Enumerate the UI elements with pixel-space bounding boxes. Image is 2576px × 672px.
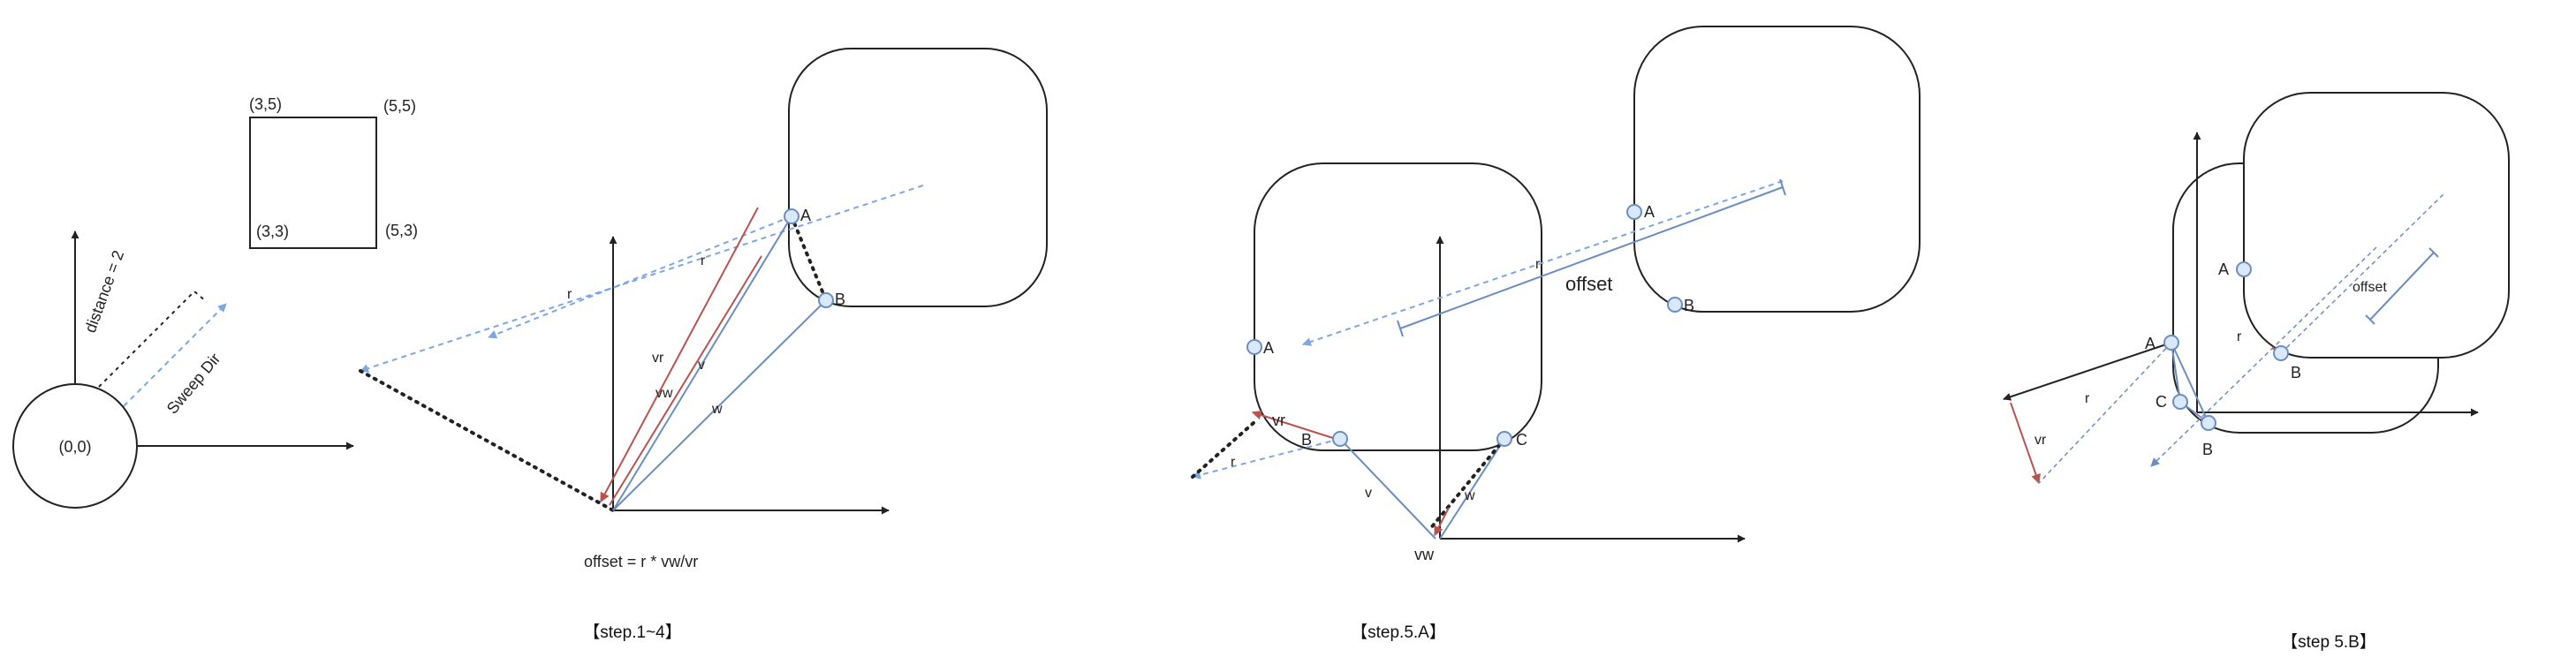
fig3-dotted-left xyxy=(1191,420,1256,479)
fig2-caption: 【step.1~4】 xyxy=(583,623,681,642)
fig2-v-line-blue xyxy=(612,215,792,511)
fig2-label-b: B xyxy=(835,291,845,308)
fig4-front-rounded-box xyxy=(2243,92,2510,359)
fig4-ac-line xyxy=(2171,342,2181,403)
fig4-label-r-left: r xyxy=(2085,391,2090,406)
fig4-dashed-upper xyxy=(2280,192,2446,354)
fig2-vr-arrow xyxy=(600,207,759,502)
fig4-label-vr: vr xyxy=(2034,433,2047,448)
fig3-point-a-left xyxy=(1246,339,1262,355)
fig2-label-v: v xyxy=(698,358,705,373)
fig3-label-r-left: r xyxy=(1231,455,1236,470)
origin-label: (0,0) xyxy=(58,438,91,456)
fig2-point-b xyxy=(818,292,834,308)
fig4-caption: 【step 5.B】 xyxy=(2281,632,2376,652)
fig2-label-vw: vw xyxy=(655,386,673,401)
corner-label-3-3: (3,3) xyxy=(256,223,289,240)
fig3-point-c xyxy=(1496,431,1512,447)
fig3-label-b-right: B xyxy=(1684,297,1694,314)
fig3-label-offset: offset xyxy=(1565,273,1612,295)
fig2-r-segment xyxy=(488,215,792,339)
fig3-long-ray xyxy=(1302,180,1784,346)
figure-4: A A B C B r r vr offset 【step 5.B】 xyxy=(2003,92,2510,652)
fig3-label-v: v xyxy=(1365,486,1372,501)
figure-3: A B A B C r r vr v w vw offset 【step.5.A… xyxy=(1191,26,1921,642)
fig4-offset-cap-a xyxy=(2365,314,2375,325)
fig3-caption: 【step.5.A】 xyxy=(1351,623,1446,642)
fig4-ab-line xyxy=(2171,342,2209,424)
fig3-w-line xyxy=(1439,438,1505,540)
fig4-vr-arrow xyxy=(2010,402,2041,485)
fig4-dashed-left xyxy=(2038,342,2172,484)
fig4-r-left-line xyxy=(2003,342,2172,401)
fig2-label-vr: vr xyxy=(652,351,664,366)
fig3-label-r-top: r xyxy=(1535,257,1541,272)
fig3-r-left-ray xyxy=(1192,438,1341,479)
fig4-point-b-outer xyxy=(2201,415,2216,431)
fig3-label-a-right: A xyxy=(1644,203,1655,221)
fig3-point-a-right xyxy=(1626,204,1642,220)
fig2-dotted-left xyxy=(359,369,615,512)
fig2-w-line xyxy=(612,299,827,511)
fig3-left-rounded-box xyxy=(1254,162,1542,451)
fig2-label-w: w xyxy=(711,402,723,417)
sweep-dir-arrow xyxy=(123,303,227,407)
fig2-label-r-top: r xyxy=(701,253,706,268)
target-square xyxy=(249,117,377,249)
fig3-label-vw: vw xyxy=(1414,546,1435,563)
fig3-label-b-left: B xyxy=(1301,431,1312,449)
fig3-point-b-right xyxy=(1667,297,1683,313)
fig3-label-c: C xyxy=(1516,431,1527,449)
fig4-label-r-mid: r xyxy=(2237,329,2242,344)
fig4-label-b-inner: B xyxy=(2291,364,2301,381)
sweep-dir-label: Sweep Dir xyxy=(163,350,224,417)
fig2-formula: offset = r * vw/vr xyxy=(584,553,698,570)
fig3-label-w: w xyxy=(1464,488,1475,503)
fig2-label-a: A xyxy=(800,207,811,224)
fig3-right-rounded-box xyxy=(1633,26,1921,313)
distance-bracket xyxy=(98,290,208,388)
fig4-label-b-outer: B xyxy=(2202,441,2213,458)
fig3-offset-cap-left xyxy=(1397,320,1404,337)
fig2-label-r-left: r xyxy=(567,287,572,302)
fig2-v-line-red xyxy=(609,255,762,506)
fig2-long-ray xyxy=(360,185,924,373)
fig4-point-b-inner xyxy=(2273,345,2289,361)
fig3-offset-cap-right xyxy=(1779,178,1786,196)
fig3-label-vr: vr xyxy=(1272,412,1285,429)
fig4-offset-cap-b xyxy=(2428,247,2439,258)
fig4-point-a-outer xyxy=(2163,335,2179,351)
fig4-offset-line xyxy=(2369,252,2435,321)
corner-label-5-5: (5,5) xyxy=(383,97,416,115)
fig3-label-a-left: A xyxy=(1263,339,1274,357)
fig4-label-a-outer: A xyxy=(2145,335,2156,352)
fig3-dotted-c xyxy=(1428,437,1506,532)
fig2-rounded-box xyxy=(788,48,1048,307)
fig2-point-a xyxy=(784,208,799,224)
fig4-point-c xyxy=(2172,394,2188,410)
fig4-label-c: C xyxy=(2156,393,2167,411)
figure-1: (0,0) distance = 2 Sweep Dir (3,5) (5,5)… xyxy=(12,95,418,509)
fig3-v-line xyxy=(1339,438,1436,540)
fig4-label-offset: offset xyxy=(2352,280,2387,295)
fig3-vw-arrow xyxy=(1434,507,1450,536)
distance-label: distance = 2 xyxy=(81,248,127,336)
fig3-vr-arrow xyxy=(1251,410,1337,440)
fig2-dotted-ab xyxy=(790,215,828,302)
fig4-label-a-inner: A xyxy=(2218,260,2229,278)
fig3-offset-line xyxy=(1399,186,1784,329)
fig3-point-b-left xyxy=(1332,431,1348,447)
corner-label-5-3: (5,3) xyxy=(385,222,418,239)
figure-2: A B r r vr vw v w offset = r * vw/vr 【st… xyxy=(359,48,1048,642)
corner-label-3-5: (3,5) xyxy=(249,95,282,113)
fig4-point-a-inner xyxy=(2236,261,2252,277)
